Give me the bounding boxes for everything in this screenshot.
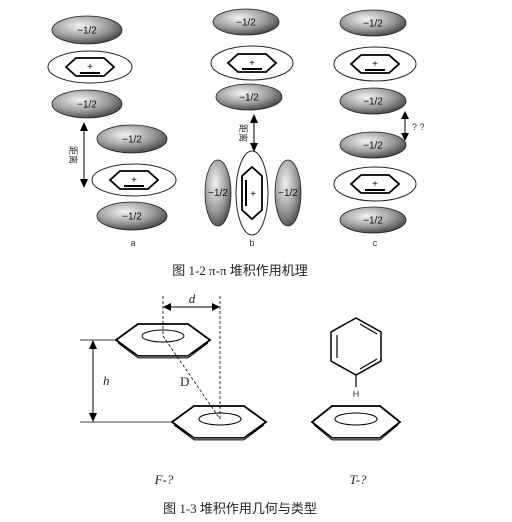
benzene-ring-ellipse: +: [333, 166, 417, 202]
plus-label: +: [372, 179, 378, 190]
charge-ellipse: −1/2: [96, 201, 168, 231]
charge-label: −1/2: [77, 26, 97, 37]
upper-benzene: [114, 323, 212, 359]
face-stacking-geometry: d D h F-?: [80, 291, 268, 487]
D-label: D: [180, 374, 189, 389]
h-label: h: [103, 373, 110, 388]
charge-ellipse: −1/2: [51, 89, 123, 119]
charge-label: −1/2: [122, 135, 142, 146]
charge-label: −1/2: [278, 188, 298, 199]
H-label: H: [353, 389, 360, 399]
centroid-distance-line: [162, 335, 221, 420]
distance-label: 距离: [68, 146, 79, 164]
charge-ellipse: −1/2: [339, 9, 407, 37]
offset-d-arrow: d: [163, 291, 220, 311]
charge-label: −1/2: [239, 93, 259, 104]
benzene-ring-ellipse: +: [210, 45, 294, 81]
side-lobe-right: −1/2: [274, 159, 302, 227]
panel-label-a: a: [130, 238, 135, 248]
benzene-ring-ellipse: +: [47, 50, 133, 84]
panel-label-b: b: [249, 238, 254, 248]
plus-label: +: [131, 175, 137, 186]
charge-ellipse: −1/2: [215, 83, 283, 111]
face-type-label: F-?: [154, 472, 174, 487]
benzene-edge-view: +: [235, 150, 269, 236]
charge-ellipse: −1/2: [339, 206, 407, 234]
panel-b: −1/2 + −1/2 距离 −1/2 +: [204, 8, 302, 248]
charge-label: −1/2: [363, 141, 383, 152]
plus-label: +: [249, 58, 255, 69]
flat-benzene: [310, 405, 402, 441]
charge-label: −1/2: [122, 212, 142, 223]
plus-label: +: [87, 62, 93, 73]
charge-label: −1/2: [363, 216, 383, 227]
charge-ellipse: −1/2: [339, 131, 407, 159]
uncertain-label: ? ?: [412, 122, 425, 132]
side-lobe-left: −1/2: [204, 159, 232, 227]
charge-label: −1/2: [363, 19, 383, 30]
benzene-ring-ellipse: +: [91, 163, 177, 197]
edge-type-label: T-?: [349, 472, 367, 487]
charge-label: −1/2: [236, 18, 256, 29]
panel-c: −1/2 + −1/2 ? ? −1/2 +: [333, 9, 425, 248]
charge-label: −1/2: [363, 97, 383, 108]
panel-a: −1/2 + −1/2 距离 −1/2 +: [47, 15, 177, 248]
distance-arrow: 距离: [238, 114, 258, 152]
d-label: d: [189, 291, 196, 306]
charge-ellipse: −1/2: [339, 87, 407, 115]
panel-label-c: c: [373, 238, 378, 248]
side-plus-label: +: [250, 189, 256, 200]
height-h-arrow: h: [89, 340, 110, 422]
charge-ellipse: −1/2: [51, 15, 123, 45]
charge-ellipse: −1/2: [96, 124, 168, 154]
distance-label: 距离: [238, 124, 249, 142]
figure-1-2-caption: 图 1-2 π-π 堆积作用机理: [172, 263, 308, 278]
charge-label: −1/2: [77, 100, 97, 111]
charge-label: −1/2: [208, 188, 228, 199]
lower-benzene: [170, 405, 268, 441]
plus-label: +: [372, 59, 378, 70]
figure-1-3-caption: 图 1-3 堆积作用几何与类型: [163, 501, 317, 516]
benzene-ring-ellipse: +: [333, 46, 417, 82]
edge-stacking-geometry: H T-?: [310, 317, 402, 487]
distance-arrow: ? ?: [401, 111, 425, 141]
charge-ellipse: −1/2: [212, 8, 280, 36]
distance-arrow: 距离: [68, 122, 88, 188]
upright-benzene: [330, 317, 382, 387]
